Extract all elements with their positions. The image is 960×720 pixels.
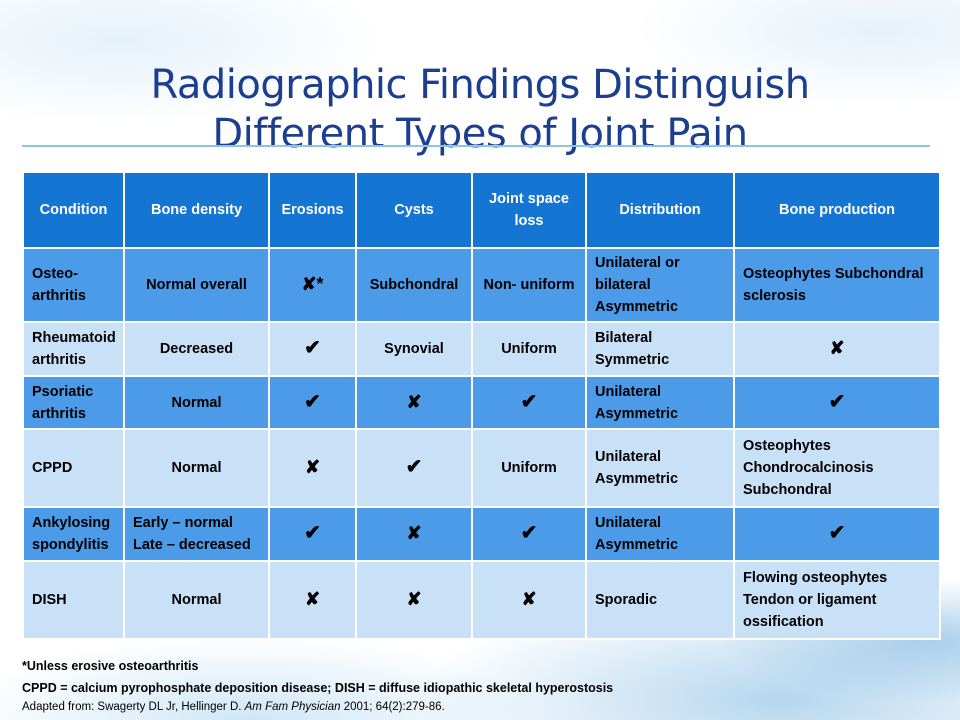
check-icon: ✔	[520, 522, 538, 544]
footnote-abbreviations: CPPD = calcium pyrophosphate deposition …	[22, 681, 614, 695]
check-icon: ✔	[828, 390, 846, 413]
check-icon: ✔	[304, 337, 321, 359]
cross-icon: ✘*	[301, 274, 324, 294]
cell-distribution: Unilateral or bilateral Asymmetric	[585, 247, 735, 323]
header-condition: Condition	[22, 171, 125, 249]
title-line-2: Different Types of Joint Pain	[212, 110, 748, 157]
cell-bone-density: Normal overall	[123, 247, 270, 323]
footnote-source: Adapted from: Swagerty DL Jr, Hellinger …	[22, 701, 942, 713]
cell-joint-space-loss: Uniform	[471, 428, 587, 508]
cell-bone-density: Normal	[123, 375, 270, 430]
table-row: Rheumatoid arthritis Decreased ✔ Synovia…	[22, 321, 941, 377]
cell-joint-space-loss: Uniform	[471, 321, 587, 377]
cell-bone-density: Early – normal Late – decreased	[123, 506, 270, 562]
findings-table: Condition Bone density Erosions Cysts Jo…	[22, 171, 941, 640]
cross-icon: ✘	[406, 523, 422, 543]
source-suffix: 2001; 64(2):279-86.	[340, 701, 445, 713]
header-erosions: Erosions	[268, 171, 357, 249]
cell-bone-density: Normal	[123, 428, 270, 508]
cell-condition: Ankylosing spondylitis	[22, 506, 125, 562]
cross-icon: ✘	[304, 589, 321, 609]
check-icon: ✔	[304, 390, 321, 413]
footnote-asterisk: *Unless erosive osteoarthritis	[22, 659, 199, 673]
check-icon: ✔	[304, 522, 321, 544]
title-divider	[22, 145, 930, 147]
cell-bone-production: Flowing osteophytes Tendon or ligament o…	[733, 560, 941, 640]
cell-bone-density: Normal	[123, 560, 270, 640]
cell-distribution: Sporadic	[585, 560, 735, 640]
table-row: Osteo- arthritis Normal overall ✘* Subch…	[22, 247, 941, 323]
source-prefix: Adapted from: Swagerty DL Jr, Hellinger …	[22, 701, 245, 713]
header-joint-space-loss: Joint space loss	[471, 171, 587, 249]
slide-title: Radiographic Findings Distinguish Differ…	[0, 61, 960, 159]
cell-cysts: Subchondral	[355, 247, 473, 323]
cell-condition: Osteo- arthritis	[22, 247, 125, 323]
cell-bone-production: Osteophytes Subchondral sclerosis	[733, 247, 941, 323]
cross-icon: ✘	[406, 391, 422, 412]
header-bone-density: Bone density	[123, 171, 270, 249]
cell-condition: CPPD	[22, 428, 125, 508]
cell-bone-production: Osteophytes Chondrocalcinosis Subchondra…	[733, 428, 941, 508]
check-icon: ✔	[405, 456, 423, 478]
header-cysts: Cysts	[355, 171, 473, 249]
cell-condition: Psoriatic arthritis	[22, 375, 125, 430]
title-line-1: Radiographic Findings Distinguish	[150, 61, 810, 108]
table-row: DISH Normal ✘ ✘ ✘ Sporadic Flowing osteo…	[22, 560, 941, 640]
cell-distribution: Unilateral Asymmetric	[585, 428, 735, 508]
cell-bone-density: Decreased	[123, 321, 270, 377]
check-icon: ✔	[520, 390, 538, 413]
table-row: Psoriatic arthritis Normal ✔ ✘ ✔ Unilate…	[22, 375, 941, 430]
cell-condition: DISH	[22, 560, 125, 640]
table-row: Ankylosing spondylitis Early – normal La…	[22, 506, 941, 562]
source-journal: Am Fam Physician	[244, 701, 341, 713]
cell-distribution: Unilateral Asymmetric	[585, 506, 735, 562]
cell-distribution: Bilateral Symmetric	[585, 321, 735, 377]
cross-icon: ✘	[829, 338, 845, 358]
table-header-row: Condition Bone density Erosions Cysts Jo…	[22, 171, 941, 249]
check-icon: ✔	[828, 522, 846, 544]
cell-distribution: Unilateral Asymmetric	[585, 375, 735, 430]
cross-icon: ✘	[521, 589, 537, 609]
cell-joint-space-loss: Non- uniform	[471, 247, 587, 323]
header-bone-production: Bone production	[733, 171, 941, 249]
cross-icon: ✘	[304, 457, 321, 477]
cross-icon: ✘	[406, 589, 422, 609]
table-row: CPPD Normal ✘ ✔ Uniform Unilateral Asymm…	[22, 428, 941, 508]
cell-cysts: Synovial	[355, 321, 473, 377]
header-distribution: Distribution	[585, 171, 735, 249]
cell-condition: Rheumatoid arthritis	[22, 321, 125, 377]
